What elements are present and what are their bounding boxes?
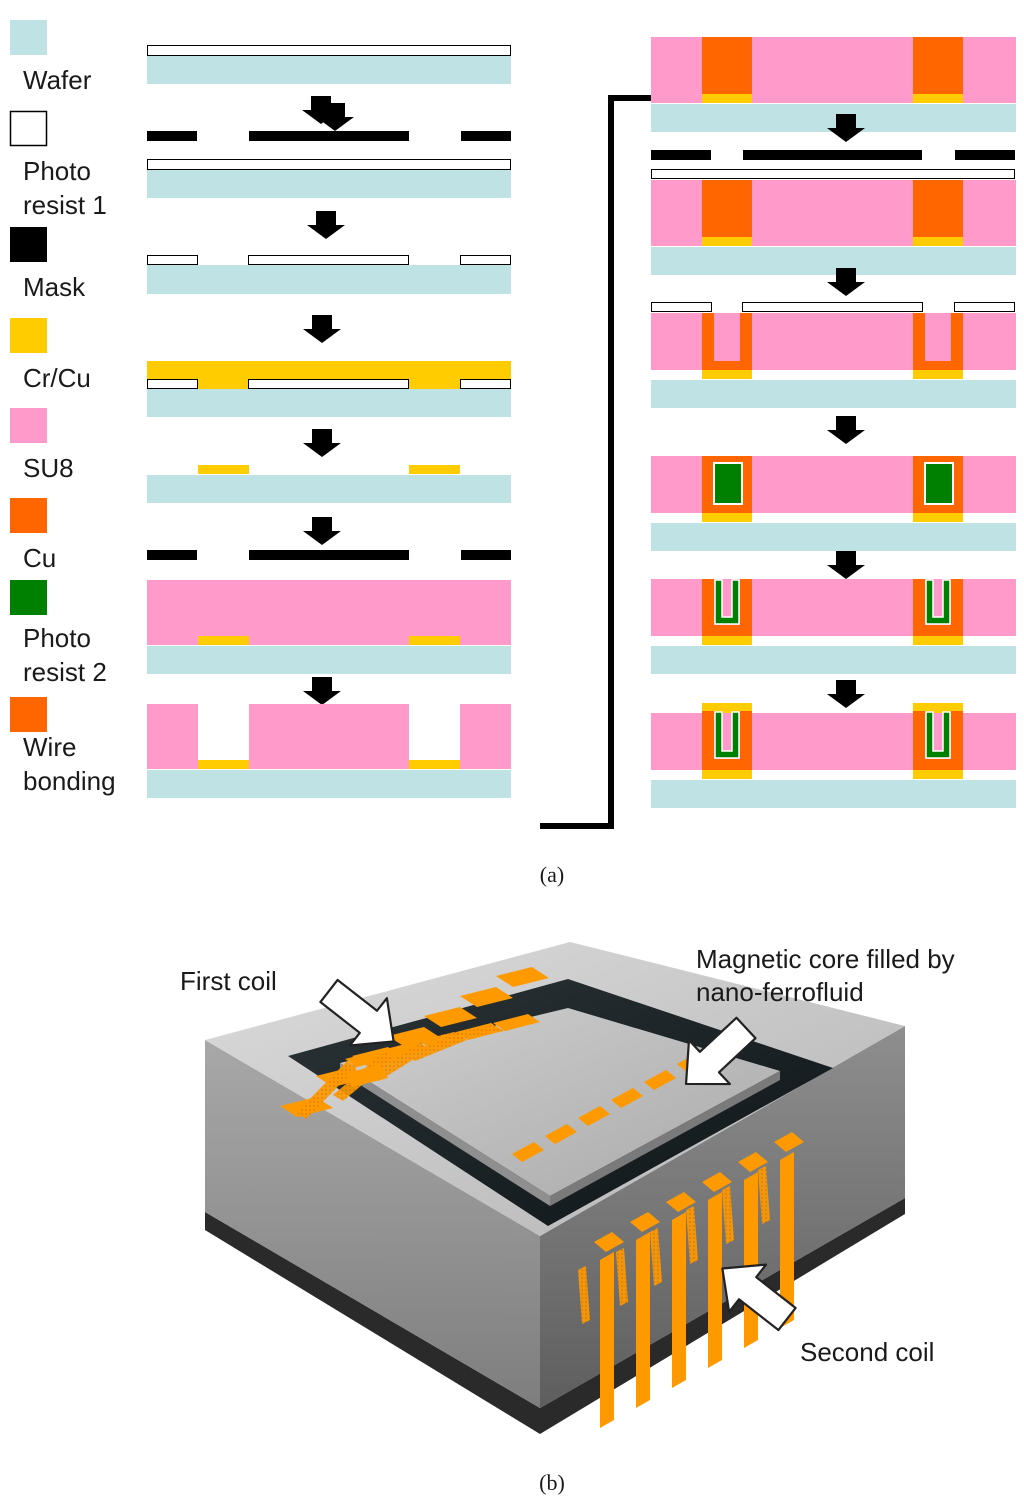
step-13-wire-bonding <box>651 703 1016 808</box>
step-10-cu-etch <box>651 302 1016 408</box>
process-arrow <box>303 429 341 457</box>
step-11-photoresist2-fill <box>651 456 1016 551</box>
process-flow-diagram: Wafer Photo resist 1 Mask Cr/Cu SU8 Cu P… <box>9 20 1016 887</box>
legend-label-cu: Cu <box>23 543 56 573</box>
step-7-su8-develop <box>147 704 511 798</box>
caption-b: (b) <box>539 1470 565 1495</box>
process-arrow <box>827 551 865 579</box>
step-3-resist-develop <box>147 255 511 294</box>
legend-label-crcu: Cr/Cu <box>23 363 91 393</box>
legend-label-photoresist2-line1: Photo <box>23 623 91 653</box>
legend-label-su8: SU8 <box>23 453 74 483</box>
step-5-liftoff <box>147 465 511 503</box>
process-arrow <box>303 677 341 705</box>
legend-label-photoresist2-line2: resist 2 <box>23 657 107 687</box>
step-6-su8-exposure <box>147 550 511 674</box>
step-9-resist-mask-exposure <box>651 150 1016 275</box>
process-steps-left <box>147 45 511 798</box>
step-12-photoresist2-pattern <box>651 579 1016 674</box>
legend-label-mask: Mask <box>23 272 86 302</box>
process-arrow <box>827 416 865 444</box>
legend-swatch-photoresist2 <box>10 580 47 615</box>
caption-a: (a) <box>540 862 564 887</box>
step-4-crcu-deposition <box>147 361 511 417</box>
legend-label-wirebonding-line2: bonding <box>23 766 116 796</box>
legend-swatch-su8 <box>10 408 47 443</box>
legend-swatch-wirebonding <box>10 697 47 732</box>
legend-swatch-crcu <box>10 318 47 353</box>
process-arrow <box>303 517 341 545</box>
step-1-resist-coating <box>147 45 511 84</box>
process-steps-right <box>651 37 1016 808</box>
process-arrow <box>827 680 865 708</box>
second-coil <box>512 1034 804 1428</box>
legend-label-photoresist1-line2: resist 1 <box>23 190 107 220</box>
transformer-3d-illustration: First coil Magnetic core filled by nano-… <box>180 942 955 1495</box>
legend-label-photoresist1-line1: Photo <box>23 156 91 186</box>
label-second-coil: Second coil <box>800 1337 934 1367</box>
first-coil <box>280 967 549 1119</box>
legend-swatch-wafer <box>10 20 47 55</box>
step-2-mask-exposure <box>147 131 511 198</box>
process-arrow <box>303 315 341 343</box>
legend-swatch-photoresist1 <box>9 110 48 147</box>
label-first-coil: First coil <box>180 966 277 996</box>
step-8-cu-electroplating <box>651 37 1016 132</box>
process-arrow <box>302 96 354 131</box>
legend-swatch-mask <box>10 227 47 262</box>
legend: Wafer Photo resist 1 Mask Cr/Cu SU8 Cu P… <box>9 20 116 796</box>
connector-arrow <box>540 95 651 829</box>
process-arrow <box>307 211 345 239</box>
label-magnetic-core-line1: Magnetic core filled by <box>696 944 955 974</box>
legend-swatch-cu <box>10 498 47 533</box>
label-magnetic-core-line2: nano-ferrofluid <box>696 977 864 1007</box>
legend-label-wafer: Wafer <box>23 65 92 95</box>
legend-label-wirebonding-line1: Wire <box>23 732 76 762</box>
